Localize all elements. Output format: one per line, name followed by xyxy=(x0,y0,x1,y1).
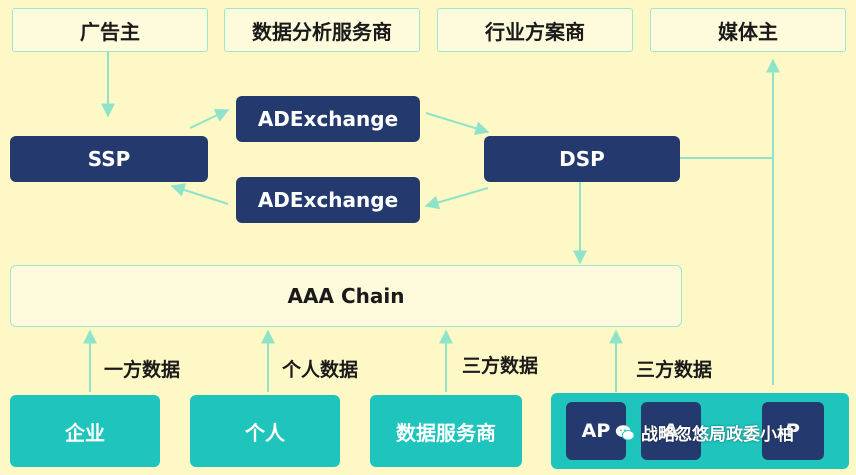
adexchange-lower-label: ADExchange xyxy=(257,188,399,212)
advertiser-label: 广告主 xyxy=(80,19,140,44)
data-service-label: 数据服务商 xyxy=(396,420,496,445)
app-box-2: A xyxy=(641,402,701,460)
dsp-box: DSP xyxy=(484,136,680,182)
agency-label: 行业方案商 xyxy=(485,19,585,44)
arrow-ssp-to-adx-upper xyxy=(189,109,230,129)
wechat-icon xyxy=(615,424,635,441)
app-label-2: A xyxy=(663,420,679,442)
adexchange-lower-box: ADExchange xyxy=(236,177,420,223)
individual-label: 个人 xyxy=(245,420,285,445)
media-owner-label: 媒体主 xyxy=(718,19,778,44)
personal-data-label: 个人数据 xyxy=(282,359,359,381)
dsp-label: DSP xyxy=(559,147,605,171)
media-owner-box: 媒体主 xyxy=(650,8,846,52)
arrow-adx-upper-to-dsp xyxy=(425,112,490,136)
app-label-3: P xyxy=(786,420,800,442)
arrow-dsp-to-adx-lower xyxy=(424,187,489,210)
data-service-box: 数据服务商 xyxy=(370,395,522,467)
first-party-data-label: 一方数据 xyxy=(104,359,181,381)
app-box-3: P xyxy=(762,402,824,460)
watermark-text: 战略忽悠局政委小柏 xyxy=(641,425,794,445)
data-analytics-box: 数据分析服务商 xyxy=(224,8,420,52)
data-analytics-label: 数据分析服务商 xyxy=(252,19,392,44)
enterprise-box: 企业 xyxy=(10,395,160,467)
adexchange-upper-label: ADExchange xyxy=(257,107,399,131)
enterprise-label: 企业 xyxy=(65,420,105,445)
ssp-box: SSP xyxy=(10,136,208,182)
individual-box: 个人 xyxy=(190,395,340,467)
watermark: 战略忽悠局政委小柏 xyxy=(614,420,794,445)
third-party-data-label-a: 三方数据 xyxy=(462,355,539,377)
app-label-1: AP xyxy=(581,420,611,442)
ssp-label: SSP xyxy=(87,147,131,171)
adexchange-upper-box: ADExchange xyxy=(236,96,420,142)
aaa-chain-box: AAA Chain xyxy=(10,265,682,327)
third-party-data-label-b: 三方数据 xyxy=(636,359,713,381)
arrow-adx-lower-to-ssp xyxy=(170,183,229,205)
advertiser-box: 广告主 xyxy=(12,8,208,52)
aaa-chain-label: AAA Chain xyxy=(287,284,405,308)
agency-box: 行业方案商 xyxy=(437,8,633,52)
